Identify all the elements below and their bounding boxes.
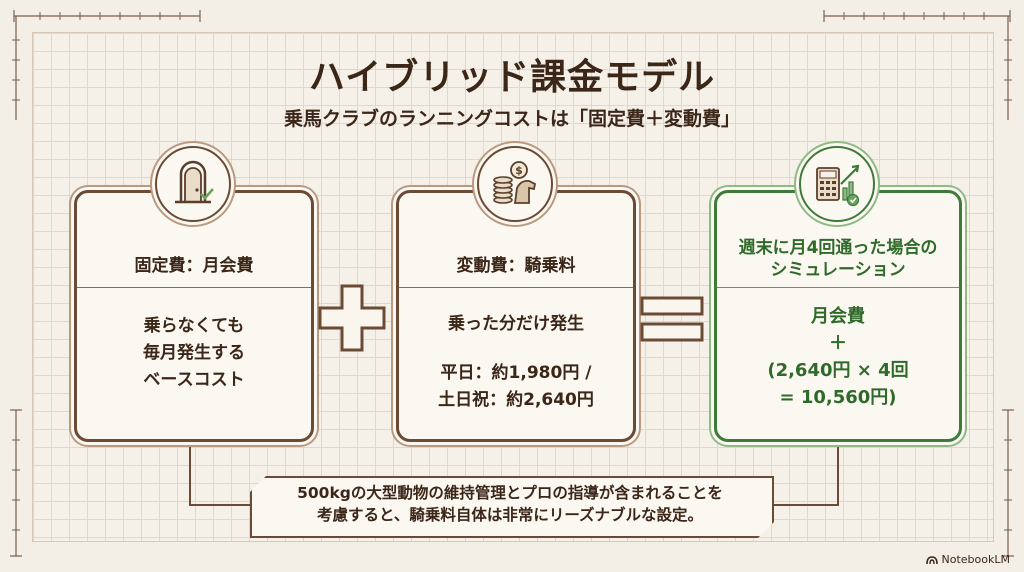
simulation-body: 月会費 ＋ (2,640円 × 4回 = 10,560円)	[717, 303, 959, 411]
note-line: 500kgの大型動物の維持管理とプロの指導が含まれることを	[297, 484, 723, 502]
simulation-heading-line: 週末に月4回通った場合の	[738, 238, 938, 258]
variable-cost-header: 変動費：騎乗料	[399, 193, 633, 288]
variable-cost-body: 乗った分だけ発生 平日：約1,980円 / 土日祝：約2,640円	[399, 311, 633, 414]
page-title: ハイブリッド課金モデル	[308, 57, 716, 98]
fixed-cost-line: 毎月発生する	[143, 343, 245, 363]
simulation-line: ＋	[829, 333, 847, 354]
fixed-cost-card: 固定費：月会費 乗らなくても 毎月発生する ベースコスト	[74, 190, 314, 442]
variable-cost-heading: 変動費：騎乗料	[456, 256, 576, 276]
note-line: 考慮すると、騎乗料自体は非常にリーズナブルな設定。	[316, 506, 704, 524]
calculator-chart-icon	[799, 146, 875, 222]
variable-cost-line: 土日祝：約2,640円	[438, 390, 594, 410]
brand-footer: NotebookLM	[925, 553, 1010, 566]
page-subtitle: 乗馬クラブのランニングコストは「固定費＋変動費」	[283, 108, 740, 130]
coins-horse-icon: $	[477, 146, 553, 222]
svg-text:$: $	[515, 164, 523, 177]
fixed-cost-body: 乗らなくても 毎月発生する ベースコスト	[77, 313, 311, 394]
simulation-line: 月会費	[811, 306, 865, 327]
variable-cost-card: 変動費：騎乗料 乗った分だけ発生 平日：約1,980円 / 土日祝：約2,640…	[396, 190, 636, 442]
fixed-cost-heading: 固定費：月会費	[134, 256, 254, 276]
brand-label: NotebookLM	[941, 553, 1010, 566]
fixed-cost-header: 固定費：月会費	[77, 193, 311, 288]
note-box	[250, 476, 774, 538]
simulation-heading-line: シミュレーション	[770, 260, 906, 280]
note-text: 500kgの大型動物の維持管理とプロの指導が含まれることを 考慮すると、騎乗料自…	[250, 482, 770, 526]
fixed-cost-line: 乗らなくても	[143, 316, 245, 336]
variable-cost-line	[399, 338, 633, 360]
variable-cost-line: 乗った分だけ発生	[448, 314, 584, 334]
door-check-icon	[155, 146, 231, 222]
notebooklm-logo-icon	[925, 555, 938, 564]
fixed-cost-line: ベースコスト	[143, 370, 245, 390]
equals-icon	[640, 296, 704, 342]
simulation-header: 週末に月4回通った場合の シミュレーション	[717, 193, 959, 288]
variable-cost-line: 平日：約1,980円 /	[440, 363, 592, 383]
simulation-card: 週末に月4回通った場合の シミュレーション 月会費 ＋ (2,640円 × 4回…	[714, 190, 962, 442]
plus-icon	[318, 284, 386, 352]
simulation-line: = 10,560円)	[779, 387, 897, 408]
simulation-line: (2,640円 × 4回	[767, 360, 909, 381]
simulation-heading: 週末に月4回通った場合の シミュレーション	[717, 237, 959, 281]
